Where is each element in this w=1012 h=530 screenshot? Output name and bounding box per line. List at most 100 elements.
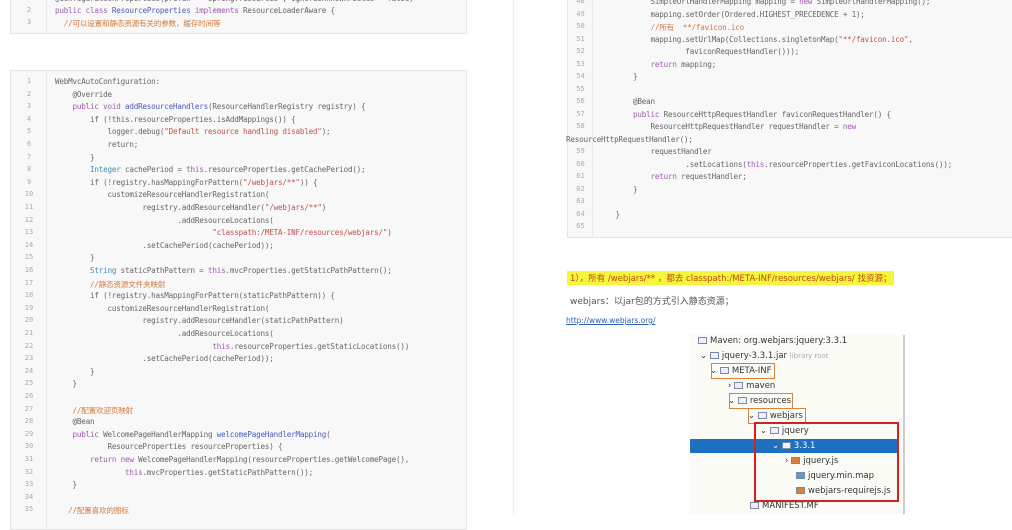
tree-item-meta-inf[interactable]: ⌄ META-INF xyxy=(710,366,772,376)
code-token: .resourceProperties.getStaticLocations()… xyxy=(229,341,410,351)
code-token: registry.addResourceHandler(staticPathPa… xyxy=(55,316,344,326)
line-number: 7 xyxy=(26,152,32,161)
code-token: ResourceProperties resourceProperties) { xyxy=(55,442,283,452)
code-token: SimpleUrlHandlerMapping mapping = xyxy=(598,0,800,6)
code-token: ( xyxy=(326,429,331,439)
code-token: logger.debug( xyxy=(55,127,165,137)
js-file-icon xyxy=(796,487,805,494)
code-token: ) xyxy=(387,228,392,238)
code-token: "/webjars/**" xyxy=(264,203,322,212)
tree-item-maven-root[interactable]: Maven: org.webjars:jquery:3.3.1 xyxy=(698,334,847,348)
line-number: 56 xyxy=(576,97,585,105)
code-token: .setCachePeriod(cachePeriod)); xyxy=(55,240,274,250)
code-token: } xyxy=(55,152,95,162)
line-number: 23 xyxy=(24,354,34,363)
tree-item-jquery[interactable]: ⌄ jquery xyxy=(760,426,809,436)
folder-icon xyxy=(757,412,767,419)
code-token: public class xyxy=(55,6,112,15)
code-token: if (!registry.hasMappingForPattern(stati… xyxy=(55,291,335,301)
tree-item-jquery-min-map[interactable]: jquery.min.map xyxy=(796,469,874,483)
folder-icon xyxy=(737,397,747,404)
code-line: SimpleUrlHandlerMapping mapping = new Si… xyxy=(598,0,930,6)
code-token: SimpleUrlHandlerMapping(); xyxy=(816,0,931,6)
line-number: 65 xyxy=(576,222,585,230)
tree-label: META-INF xyxy=(731,366,772,376)
tree-label: MANIFEST.MF xyxy=(762,501,819,511)
line-number: 2 xyxy=(26,6,32,14)
code-line: mapping.setUrlMap(Collections.singletonM… xyxy=(598,35,913,44)
highlighted-heading: 1），所有 /webjars/** ，都去 classpath:/META-IN… xyxy=(567,271,895,285)
code-token: public xyxy=(598,109,664,119)
code-token: .mvcProperties.getStaticPathPattern(); xyxy=(225,266,392,275)
code-token: //可以设置和静态资源有关的参数，缓存时间等 xyxy=(55,19,221,28)
code-token: @Override xyxy=(55,89,112,99)
line-number: 50 xyxy=(576,22,585,30)
line-number: 1 xyxy=(26,77,32,85)
tree-label: jquery xyxy=(781,426,809,436)
line-number: 28 xyxy=(24,417,34,426)
line-number: 20 xyxy=(24,316,34,325)
code-token: ResourceHttpRequestHandler faviconReques… xyxy=(663,109,892,119)
line-number: 49 xyxy=(576,9,585,18)
code-token: } xyxy=(598,209,620,219)
code-token: } xyxy=(55,480,77,490)
code-line: String staticPathPattern = this.mvcPrope… xyxy=(55,266,392,275)
line-number: 51 xyxy=(576,34,585,43)
code-token: )) { xyxy=(299,177,318,187)
jar-icon xyxy=(709,352,719,359)
code-line: return new WelcomePageHandlerMapping(res… xyxy=(55,455,409,464)
code-token: } xyxy=(55,366,95,376)
code-token: } xyxy=(598,72,638,81)
tree-item-resources[interactable]: ⌄ resources xyxy=(728,396,792,406)
line-number: 48 xyxy=(576,0,585,5)
tree-item-jquery-js[interactable]: › jquery.js xyxy=(785,456,839,466)
line-number: 63 xyxy=(576,197,585,205)
line-number: 3 xyxy=(26,102,32,111)
code-line: this.mvcProperties.getStaticPathPattern(… xyxy=(55,468,313,477)
code-token: ResourceHttpRequestHandler requestHandle… xyxy=(598,122,843,131)
code-token: .addResourceLocations( xyxy=(55,215,274,225)
code-token: this xyxy=(55,467,143,477)
code-line: ResourceHttpRequestHandler(); xyxy=(566,135,693,144)
line-number: 15 xyxy=(24,253,34,262)
code-token: .setCachePeriod(cachePeriod)); xyxy=(55,354,274,364)
tree-scrollbar[interactable] xyxy=(903,335,905,514)
file-icon xyxy=(750,502,759,509)
tree-item-manifest[interactable]: MANIFEST.MF xyxy=(750,499,819,513)
code-line: if (!this.resourceProperties.isAddMappin… xyxy=(55,115,296,124)
line-number: 21 xyxy=(24,329,34,337)
code-token: this xyxy=(55,341,230,351)
folder-icon xyxy=(781,442,791,449)
code-token: Integer xyxy=(55,165,125,175)
code-token: welcomePageHandlerMapping xyxy=(216,429,327,439)
code-line: WebMvcAutoConfiguration: xyxy=(55,77,160,86)
tree-item-webjars-requirejs[interactable]: webjars-requirejs.js xyxy=(796,484,891,498)
tree-item-version-selected[interactable]: ⌄ 3.3.1 xyxy=(690,439,897,453)
code-line: this.resourceProperties.getStaticLocatio… xyxy=(55,342,409,351)
line-number: 58 xyxy=(576,122,585,130)
code-token: WelcomePageHandlerMapping(resourceProper… xyxy=(138,455,410,464)
code-line: //所有 **/favicon.ico xyxy=(598,22,744,33)
code-line: } xyxy=(55,379,77,388)
code-token: new xyxy=(842,122,856,131)
page-divider xyxy=(513,0,514,514)
line-number: 57 xyxy=(576,109,585,118)
code-line: customizeResourceHandlerRegistration( xyxy=(55,190,269,199)
webjars-link[interactable]: http://www.webjars.org/ xyxy=(566,316,656,325)
tree-item-maven[interactable]: › maven xyxy=(728,381,776,391)
tree-item-jar[interactable]: ⌄ jquery-3.3.1.jar library root xyxy=(700,351,829,361)
line-number: 31 xyxy=(24,455,34,463)
code-token: this xyxy=(186,165,204,175)
code-token: } xyxy=(55,253,95,263)
tree-label: jquery-3.3.1.jar xyxy=(721,351,788,361)
tree-item-webjars[interactable]: ⌄ webjars xyxy=(748,411,803,421)
tree-label: resources xyxy=(749,396,792,406)
code-line: return requestHandler; xyxy=(598,172,746,181)
code-token: //配置欢迎页映射 xyxy=(55,405,133,415)
code-token: new xyxy=(799,0,817,6)
code-token: addResourceHandlers xyxy=(124,102,209,112)
line-number: 25 xyxy=(24,379,34,388)
line-number: 13 xyxy=(24,228,34,237)
code-token: @Bean xyxy=(55,417,95,427)
